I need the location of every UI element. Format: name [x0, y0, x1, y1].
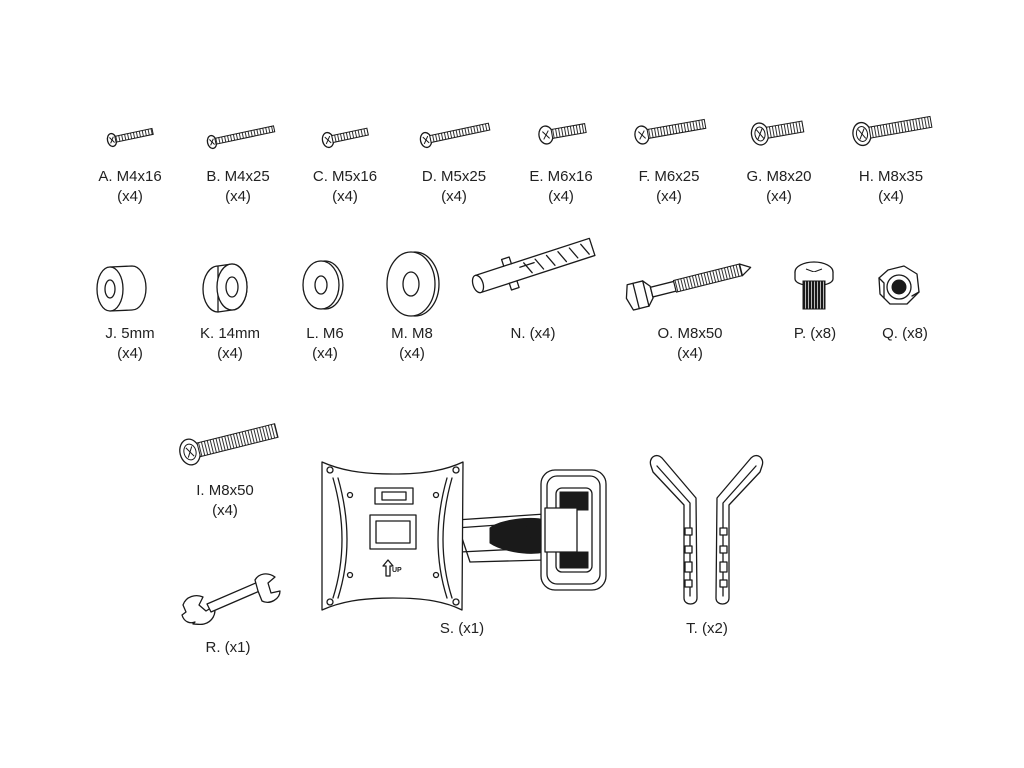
part-label-h: H. M8x35(x4) [858, 168, 924, 205]
part-label-l: L. M6(x4) [306, 325, 344, 362]
part-label-f: F. M6x25(x4) [638, 168, 700, 205]
screw-c-icon [321, 127, 369, 149]
washer-l-icon [302, 260, 344, 310]
part-label-d: D. M5x25(x4) [421, 168, 487, 205]
wall-mount-bracket-icon: UP [321, 461, 607, 611]
screw-e-icon [538, 123, 587, 145]
short-bolt-icon [794, 261, 834, 310]
wall-anchor-icon [471, 237, 596, 294]
screw-b-icon [206, 125, 276, 150]
part-label-n: N. (x4) [510, 325, 556, 342]
part-label-b: B. M4x25(x4) [206, 168, 270, 205]
hex-nut-icon [878, 265, 920, 305]
part-label-m: M. M8(x4) [391, 325, 433, 362]
wrench-icon [181, 573, 281, 626]
part-label-a: A. M4x16(x4) [98, 168, 162, 205]
screw-f-icon [634, 118, 707, 145]
part-label-t: T. (x2) [686, 620, 728, 637]
part-label-c: C. M5x16(x4) [312, 168, 378, 205]
part-label-e: E. M6x16(x4) [529, 168, 593, 205]
spacer-k-icon [202, 263, 248, 313]
bracket-arm-right-icon [715, 454, 764, 605]
part-label-g: G. M8x20(x4) [746, 168, 812, 205]
bracket-up-mark: UP [392, 567, 402, 574]
part-label-k: K. 14mm(x4) [199, 325, 260, 362]
part-label-p: P. (x8) [793, 325, 837, 342]
washer-m-icon [386, 251, 440, 317]
bracket-arm-left-icon [649, 454, 698, 605]
part-label-i: I. M8x50(x4) [196, 482, 254, 519]
part-label-q: Q. (x8) [882, 325, 928, 342]
spacer-j-icon [96, 265, 147, 312]
part-label-s: S. (x1) [439, 620, 485, 637]
screw-i-icon [179, 423, 279, 466]
part-label-o: O. M8x50(x4) [657, 325, 723, 362]
screw-g-icon [750, 120, 805, 146]
part-label-r: R. (x1) [205, 639, 251, 656]
screw-h-icon [852, 115, 933, 147]
part-label-j: J. 5mm(x4) [105, 325, 155, 362]
lag-bolt-icon [625, 263, 752, 311]
screw-d-icon [419, 122, 491, 149]
screw-a-icon [106, 127, 154, 148]
